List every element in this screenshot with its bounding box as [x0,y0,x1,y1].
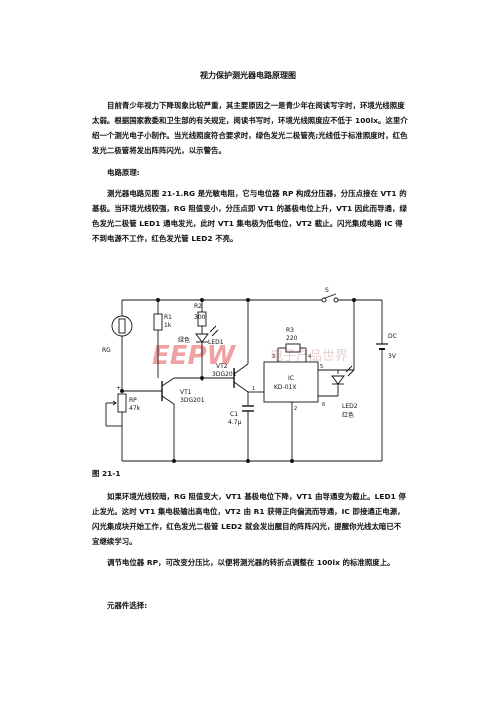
r3-value: 220 [286,335,298,342]
ic-pin6: 6 [322,402,325,408]
led2-color-label: 红色 [342,411,354,419]
ic-pin4: 4 [308,354,311,360]
ic-kd01x [263,361,319,403]
switch-lever [324,293,337,299]
ic-pin1: 1 [252,386,255,392]
section-heading-principle: 电路原理: [107,168,140,177]
led2-diode [331,375,345,385]
watermark-logo: EEPW [152,341,237,371]
r3-label: R3 [286,327,294,334]
ic-pin3: 3 [272,354,275,360]
led2-label: LED2 [342,403,358,410]
circuit-schematic: EEPW 电子产品世界 S DC 3V RG + RP 47k [102,287,397,463]
c1-label: C1 [230,411,238,418]
intro-paragraph: 目前青少年视力下降现象比较严重，其主要原因之一是青少年在阅读写字时，环境光线照度… [92,101,408,155]
potentiometer-rp [117,393,127,413]
vt1-model: 3DG201 [180,397,205,404]
resistor-r1 [153,313,163,331]
weak-light-paragraph: 如果环境光线较暗，RG 阻值变大，VT1 基极电位下降，VT1 由导通变为截止。… [92,492,406,546]
led1-color-label: 绿色 [178,336,190,344]
led1-label: LED1 [208,339,224,346]
ic-pin2: 2 [294,406,297,412]
led1-diode [195,333,209,343]
document-title: 视力保护测光器电路原理图 [200,71,296,80]
r2-label: R2 [194,303,202,310]
adjust-paragraph: 调节电位器 RP，可改变分压比，以便将测光器的转折点调整在 100lx 的标准照… [107,558,395,567]
vt1-label: VT1 [180,389,192,396]
plus-sign: + [116,385,121,392]
r1-value: 1k [164,322,172,329]
rp-value: 47k [129,405,141,412]
battery-label: DC [388,333,397,340]
c1-value: 4.7μ [228,419,242,426]
ic-label: IC [288,375,294,382]
ic-pin5: 5 [320,364,323,370]
battery-value: 3V [388,353,397,360]
r1-label: R1 [164,314,172,321]
vt2-model: 3DG201 [212,371,237,378]
principle-paragraph: 测光器电路见图 21-1.RG 是光敏电阻，它与电位器 RP 构成分压器，分压点… [92,189,407,243]
watermark-text: 电子产品世界 [270,349,348,364]
switch-contact-left [321,297,327,303]
rp-label: RP [129,397,137,404]
figure-caption: 图 21-1 [92,469,121,478]
ic-model: KD-01X [274,384,296,391]
vt2-label: VT2 [216,363,228,370]
switch-contact-right [333,297,339,303]
section-heading-components: 元器件选择: [107,601,148,610]
r2-value: 300 [194,314,206,321]
rg-label: RG [102,347,111,354]
switch-label: S [325,287,329,294]
